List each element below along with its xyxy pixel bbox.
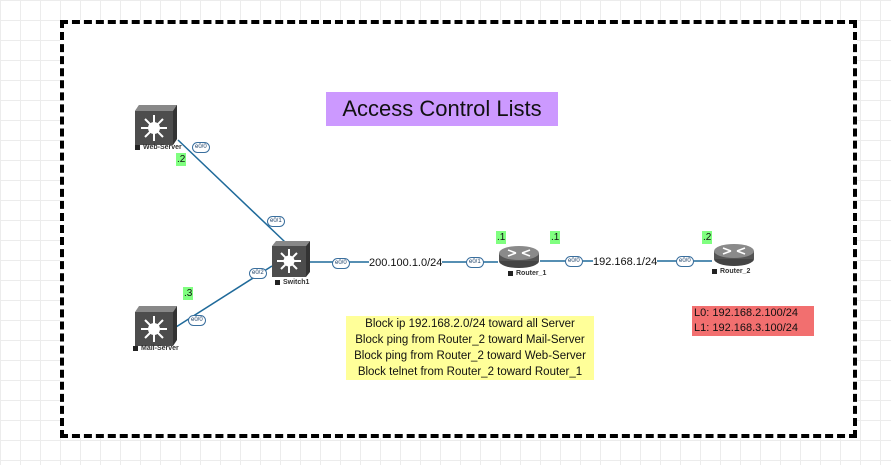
acl-rules-note: Block ip 192.168.2.0/24 toward all Serve… — [346, 316, 594, 380]
web-server-label: Web-Server — [135, 144, 182, 151]
layer3-switch-icon — [135, 105, 177, 145]
switch1-iface-web: e0/1 — [267, 216, 285, 227]
layer3-switch-icon — [272, 241, 310, 277]
mail-server-iface: e0/0 — [188, 315, 206, 326]
layer3-switch-icon — [135, 306, 177, 346]
router1-ip-left: .1 — [496, 231, 507, 244]
web-server-iface: e0/0 — [192, 142, 210, 153]
web-server-ip: .2 — [176, 153, 187, 166]
acl-rule: Block ip 192.168.2.0/24 toward all Serve… — [365, 318, 575, 330]
network-wan-label: 192.168.1/24 — [593, 256, 658, 268]
acl-rule: Block telnet from Router_2 toward Router… — [357, 366, 583, 378]
mail-server-ip: .3 — [183, 287, 194, 300]
router-icon — [499, 246, 539, 268]
router-icon — [714, 244, 754, 266]
router2-label: Router_2 — [712, 268, 750, 275]
router2-node[interactable] — [713, 243, 755, 272]
router1-label: Router_1 — [508, 270, 546, 277]
router1-iface-left: e0/1 — [466, 257, 484, 268]
diagram-title: Access Control Lists — [326, 92, 558, 126]
router1-iface-right: e0/0 — [565, 256, 583, 267]
router2-iface: e0/0 — [676, 256, 694, 267]
mail-server-label: Mail-Server — [133, 345, 179, 352]
loopback-entry: L0: 192.168.2.100/24 — [694, 307, 798, 319]
acl-rule: Block ping from Router_2 toward Web-Serv… — [354, 350, 586, 362]
acl-rule: Block ping from Router_2 toward Mail-Ser… — [355, 334, 585, 346]
switch1-iface-router: e0/0 — [332, 258, 350, 269]
loopback-note: L0: 192.168.2.100/24 L1: 192.168.3.100/2… — [692, 306, 814, 336]
switch1-label: Switch1 — [275, 279, 309, 286]
router1-node[interactable] — [498, 245, 540, 274]
web-server-node[interactable] — [135, 105, 177, 150]
router1-ip-right: .1 — [550, 231, 561, 244]
switch1-iface-mail: e0/2 — [249, 268, 267, 279]
router2-ip: .2 — [702, 231, 713, 244]
network-lan-label: 200.100.1.0/24 — [369, 257, 443, 269]
link-web-switch[interactable] — [177, 139, 286, 243]
switch1-node[interactable] — [272, 241, 310, 282]
mail-server-node[interactable] — [135, 306, 177, 351]
loopback-entry: L1: 192.168.3.100/24 — [694, 322, 798, 334]
